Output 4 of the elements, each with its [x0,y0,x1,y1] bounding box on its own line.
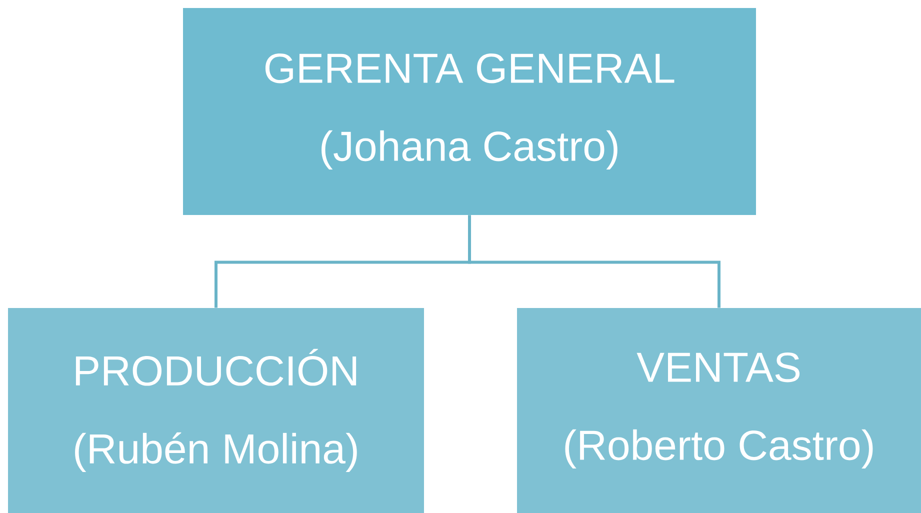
org-box: VENTAS (Roberto Castro) [517,308,921,513]
org-box: GERENTA GENERAL (Johana Castro) [183,8,756,215]
connector-line [468,215,720,308]
org-box: PRODUCCIÓN (Rubén Molina) [8,308,424,513]
